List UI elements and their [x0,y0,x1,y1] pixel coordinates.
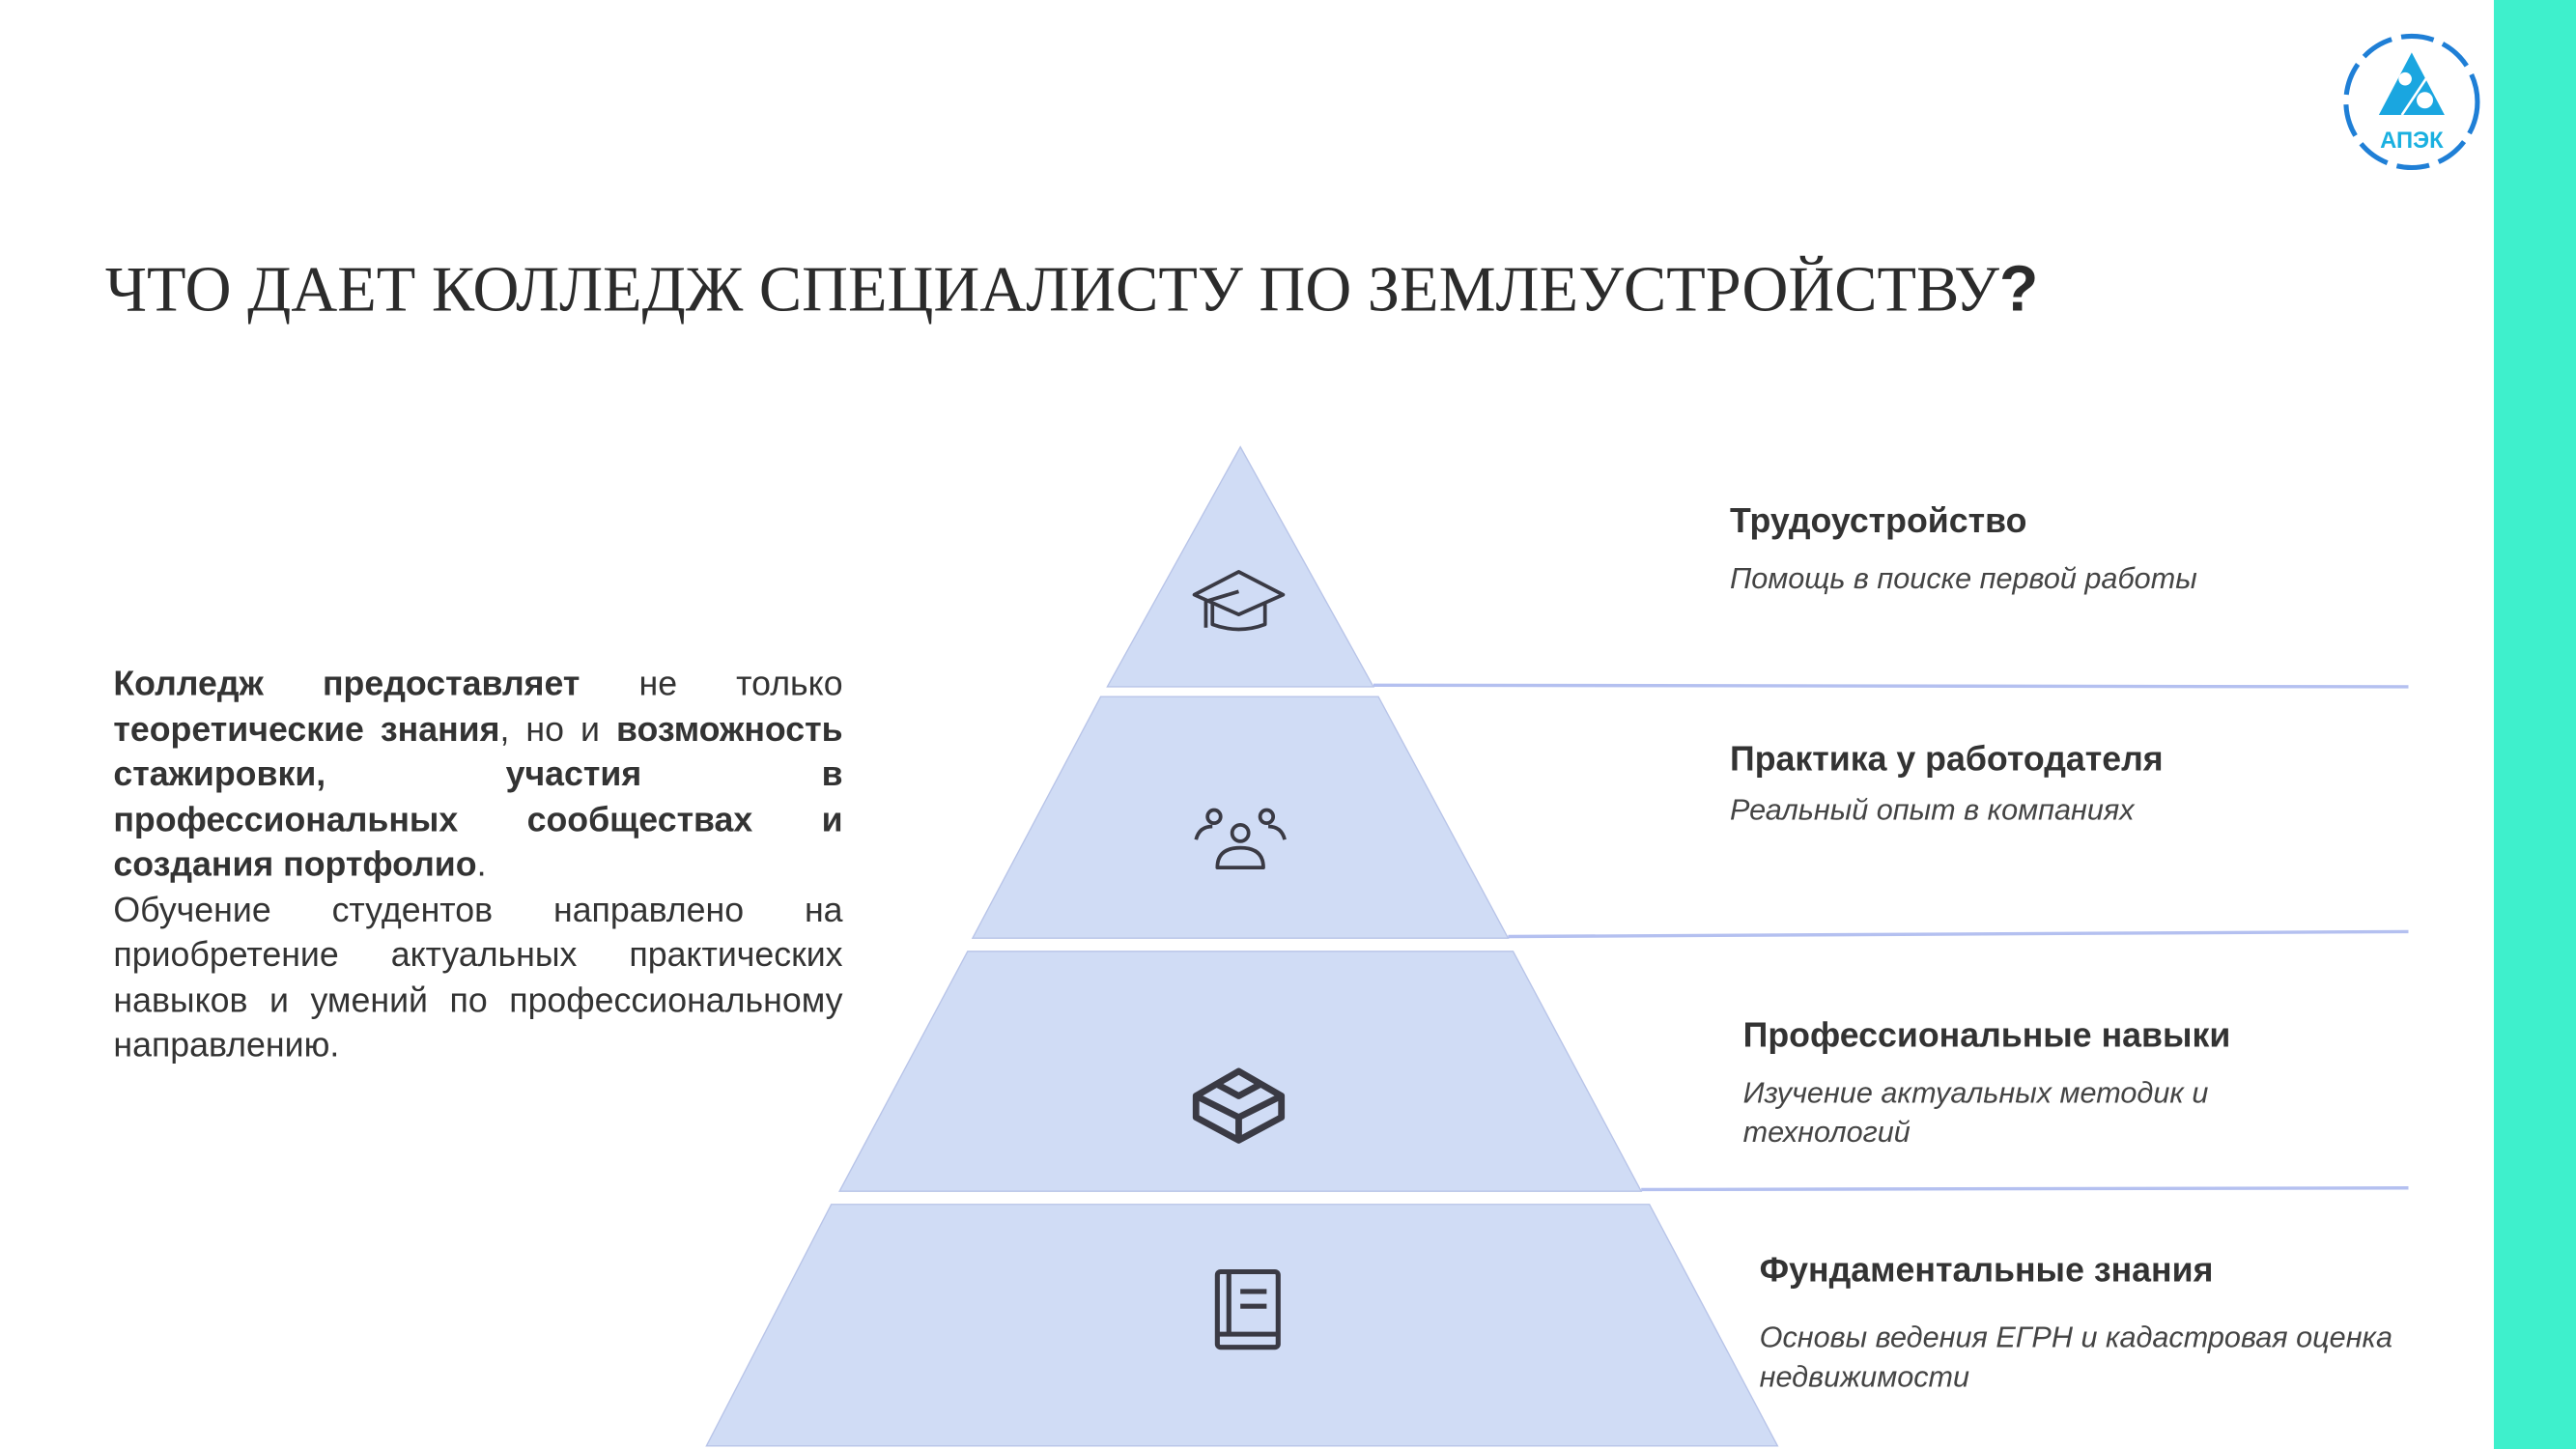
people-group-icon [1194,808,1287,869]
tier-title: Трудоустройство [1730,502,2027,541]
svg-text:АПЭК: АПЭК [2380,128,2444,154]
apek-logo: АПЭК [2343,33,2480,171]
tier-desc: Реальный опыт в компаниях [1730,793,2135,827]
tier-1 [1106,445,1375,688]
accent-bar [2493,0,2576,1449]
tier-label-3: Профессиональные навыки Изучение актуаль… [1743,1017,2335,1151]
connector-line [1641,1186,2409,1192]
tier-desc: Основы ведения ЕГРН и кадастровая оценка… [1759,1321,2393,1394]
tier-label-1: Трудоустройство Помощь в поиске первой р… [1730,502,2197,598]
tier-2 [971,696,1510,939]
intro-text: Колледж предоставляет не только теоретич… [113,665,843,1065]
book-icon [1214,1268,1281,1350]
tier-title: Практика у работодателя [1730,741,2164,780]
page-title: ЧТО ДАЕТ КОЛЛЕДЖ СПЕЦИАЛИСТУ ПО ЗЕМЛЕУСТ… [104,254,2039,326]
tier-label-2: Практика у работодателя Реальный опыт в … [1730,741,2164,830]
graduation-cap-icon [1192,570,1286,632]
tier-label-4: Фундаментальные знания Основы ведения ЕГ… [1760,1252,2482,1397]
connector-line [1508,929,2409,939]
tier-title: Фундаментальные знания [1759,1252,2214,1291]
tier-desc: Помощь в поиске первой работы [1730,561,2197,595]
tier-desc: Изучение актуальных методик и технологий [1742,1076,2209,1149]
tier-4 [705,1204,1779,1447]
cube-icon [1192,1067,1286,1144]
tier-title: Профессиональные навыки [1742,1016,2231,1055]
connector-line [1373,683,2409,689]
